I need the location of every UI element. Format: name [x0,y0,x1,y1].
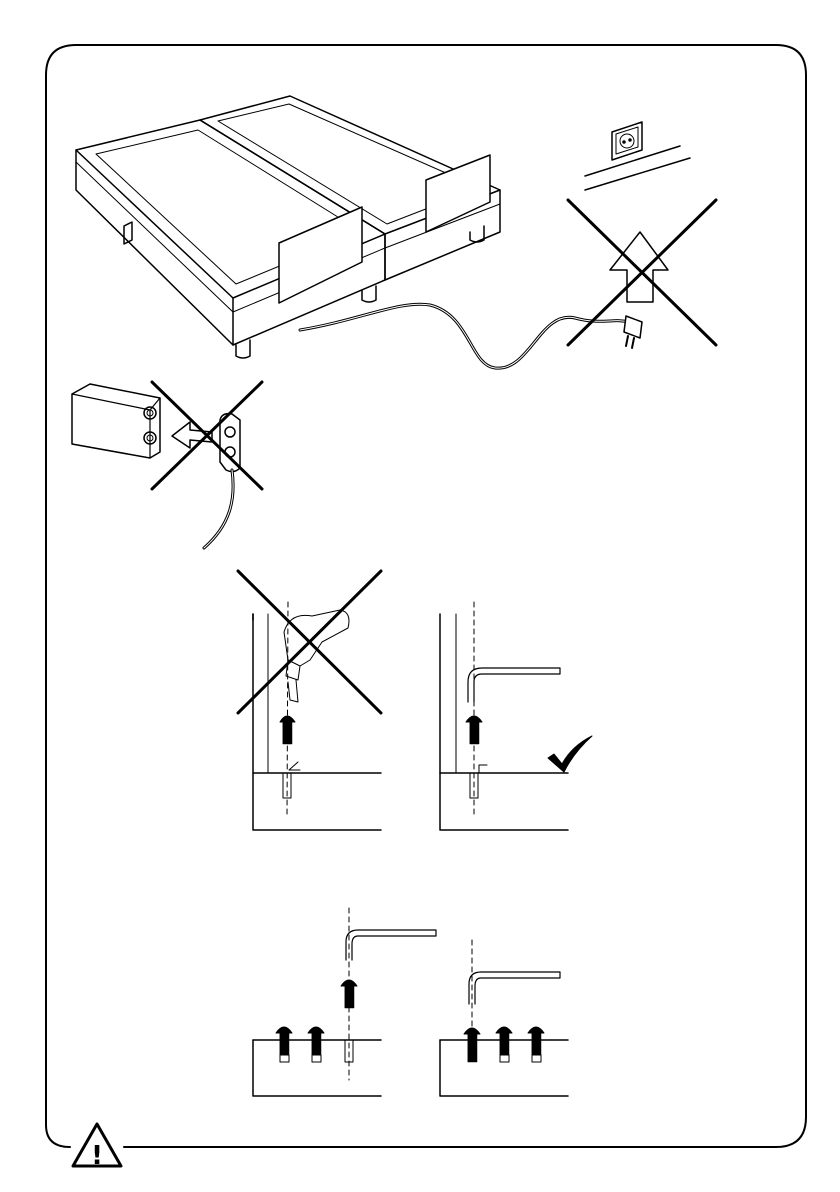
prohibited-cross-icon [238,571,381,713]
connector-figure [72,382,262,548]
wall-line [585,146,680,176]
screw-icon [528,1027,544,1033]
control-box [72,384,160,458]
screw-sequence-left [253,908,436,1096]
drill-figure [238,571,381,830]
screw-icon [496,1027,512,1033]
checkmark-icon [548,736,592,772]
allen-key [346,930,436,960]
headboard-left [279,207,362,303]
prohibited-cross-icon [152,382,262,489]
screw-icon [464,1028,480,1034]
power-plug [624,316,642,338]
screw-icon [341,980,357,986]
bed-figure [76,96,716,368]
allen-key [468,668,560,702]
screw-sequence-right [440,940,568,1096]
connector-cable [204,470,233,548]
warning-exclamation: ! [79,1143,115,1169]
allen-key [469,972,560,1004]
screw-icon [276,1027,292,1033]
screw-icon [466,716,482,722]
bed-left-long-side [76,150,233,345]
allen-key-figure [440,602,592,830]
wall-line [585,158,690,190]
panel-outline [253,614,381,830]
panel-outline [440,614,568,830]
screw-icon [308,1027,324,1033]
